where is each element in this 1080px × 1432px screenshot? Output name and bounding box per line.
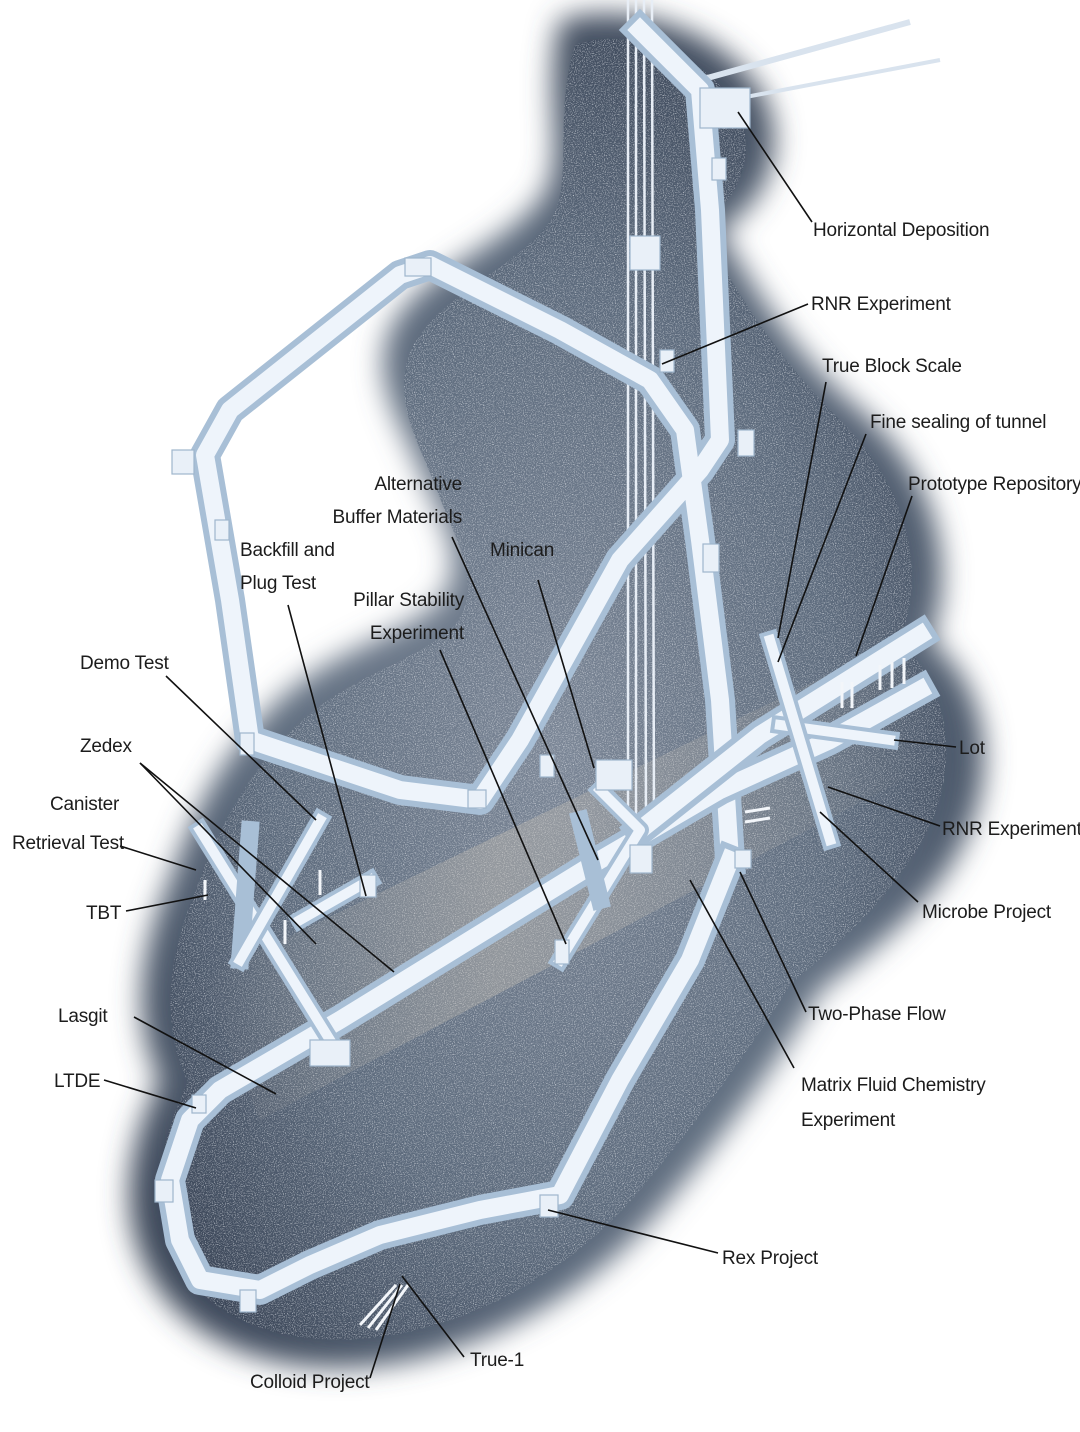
label-rex-project: Rex Project bbox=[722, 1248, 819, 1269]
label-demo-test: Demo Test bbox=[80, 653, 170, 674]
label-alternative-buffer-line1: Alternative bbox=[374, 474, 462, 495]
label-fine-sealing: Fine sealing of tunnel bbox=[870, 412, 1046, 433]
label-matrix-line2: Experiment bbox=[801, 1110, 896, 1131]
label-true-1: True-1 bbox=[470, 1350, 524, 1371]
label-pillar-line1: Pillar Stability bbox=[353, 590, 465, 611]
label-lasgit: Lasgit bbox=[58, 1006, 108, 1027]
label-true-block-scale: True Block Scale bbox=[822, 356, 962, 377]
label-backfill-line2: Plug Test bbox=[240, 573, 317, 594]
label-rnr-experiment-lower: RNR Experiment bbox=[942, 819, 1080, 840]
label-lot: Lot bbox=[959, 738, 986, 759]
label-microbe-project: Microbe Project bbox=[922, 902, 1052, 923]
label-prototype-repository: Prototype Repository bbox=[908, 474, 1080, 495]
label-backfill-line1: Backfill and bbox=[240, 540, 335, 561]
label-canister-line1: Canister bbox=[50, 794, 120, 815]
label-alternative-buffer-line2: Buffer Materials bbox=[332, 507, 462, 528]
label-two-phase-flow: Two-Phase Flow bbox=[808, 1004, 946, 1025]
label-colloid-project: Colloid Project bbox=[250, 1372, 370, 1393]
label-minican: Minican bbox=[490, 540, 554, 561]
label-zedex: Zedex bbox=[80, 736, 133, 757]
label-ltde: LTDE bbox=[54, 1071, 100, 1092]
label-horizontal-deposition: Horizontal Deposition bbox=[813, 220, 989, 241]
label-canister-line2: Retrieval Test bbox=[12, 833, 125, 854]
label-tbt: TBT bbox=[86, 903, 122, 924]
label-rnr-experiment-upper: RNR Experiment bbox=[811, 294, 952, 315]
label-pillar-line2: Experiment bbox=[370, 623, 465, 644]
label-matrix-line1: Matrix Fluid Chemistry bbox=[801, 1075, 986, 1096]
